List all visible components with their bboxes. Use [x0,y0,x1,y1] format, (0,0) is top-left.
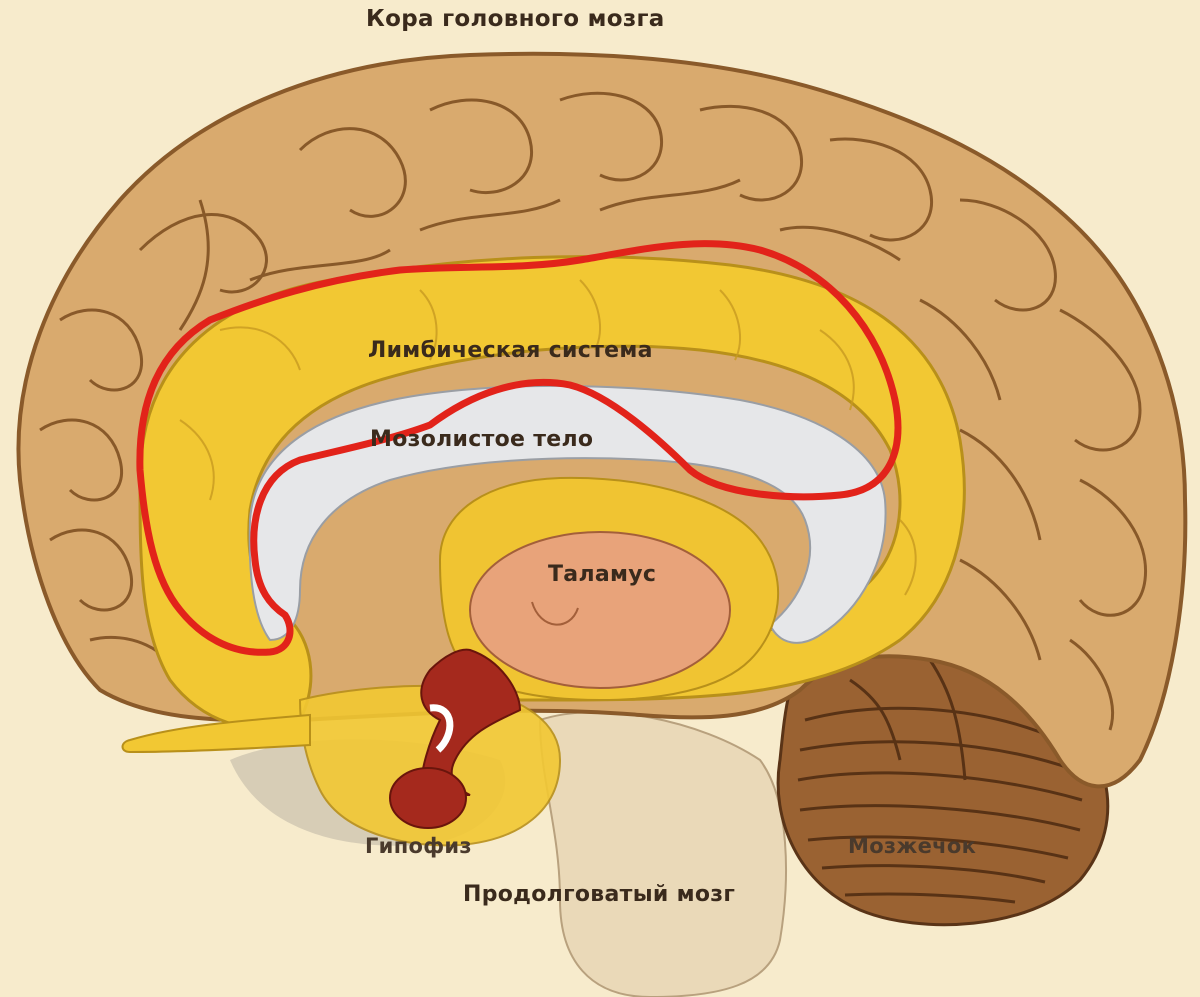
cerebellum-label: Мозжечок [848,834,977,858]
pituitary-label: Гипофиз [365,834,472,858]
pituitary [389,648,522,829]
corpus-callosum [248,384,887,644]
medulla-label: Продолговатый мозг [463,882,736,907]
olfactory-tract [121,713,311,754]
cortex-label: Кора головного мозга [366,6,665,32]
limbic-system-label: Лимбическая система [368,338,653,363]
limbic-highlight-outline [136,240,902,656]
brainstem [538,711,787,997]
thalamus [469,531,731,689]
cerebellum [776,647,1110,927]
corpus-callosum-label: Мозолистое тело [370,427,594,452]
thalamus-label: Таламус [548,562,657,587]
limbic-gyri [179,279,917,596]
